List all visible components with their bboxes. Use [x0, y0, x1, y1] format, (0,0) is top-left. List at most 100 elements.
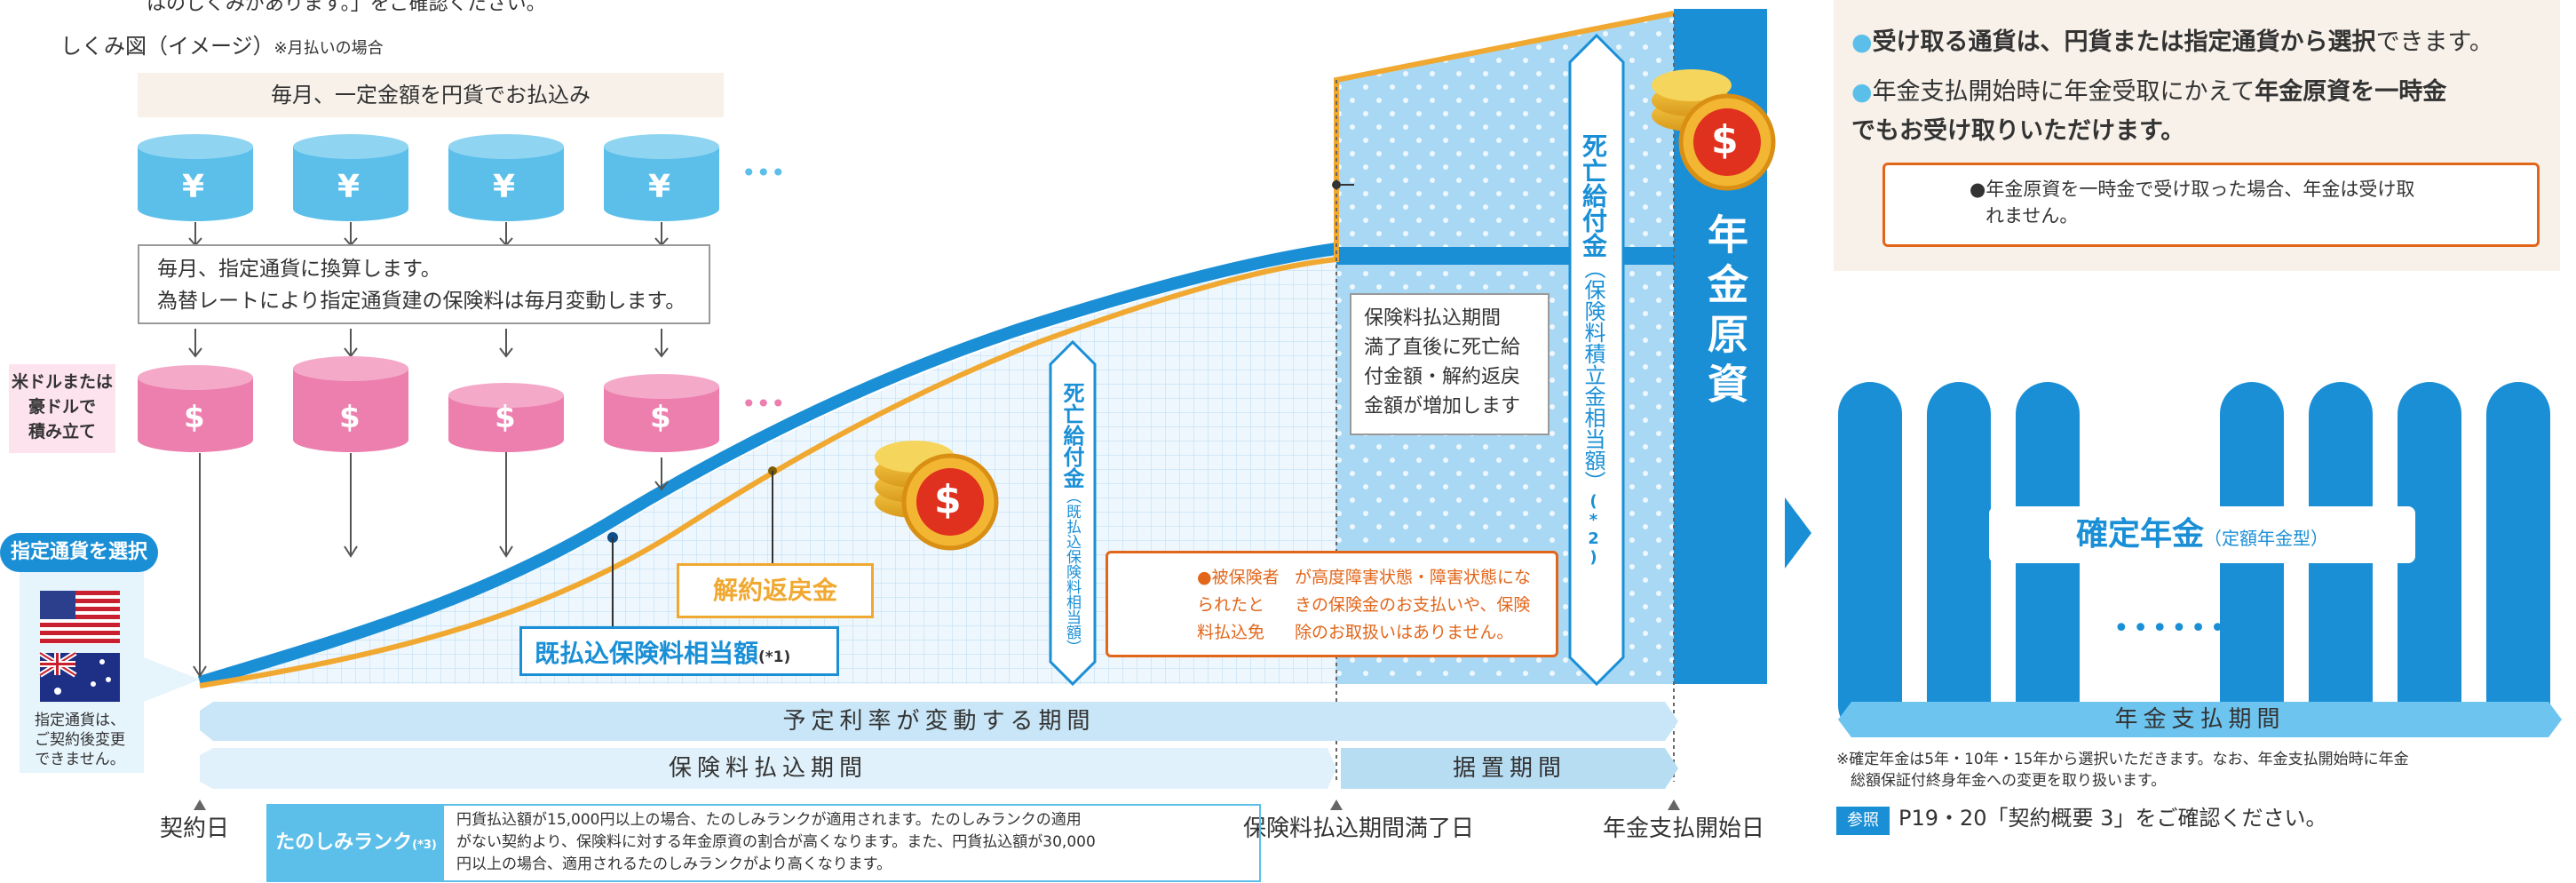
warning-line-1: ●年金原資を一時金で受け取った場合、年金は受け取: [1970, 179, 2415, 200]
accumulate-line-2: 豪ドルで: [28, 397, 96, 417]
tanoshimi-line-1: 円貨払込額が15,000円以上の場合、たのしみランクが適用されます。たのしみラン…: [456, 811, 1082, 829]
deferred-period-arrow: [1341, 748, 1678, 789]
select-note-1: 指定通貨は、: [35, 712, 125, 729]
surrender-label: 解約返戻金: [677, 563, 874, 618]
warning-text: ●年金原資を一時金で受け取った場合、年金は受け取 れません。: [1970, 176, 2520, 229]
dollar-dots: •••: [741, 389, 786, 418]
us-flag: [40, 591, 120, 644]
right-note: ※確定年金は5年・10年・15年から選択いただきます。なお、年金支払開始時に年金…: [1836, 749, 2573, 792]
accumulate-label: 米ドルまたは 豪ドルで 積み立て: [9, 364, 115, 453]
diagram-title: しくみ図（イメージ）※月払いの場合: [60, 28, 384, 60]
paid-premium-note: (*1): [758, 648, 791, 666]
contract-day-label: 契約日: [160, 815, 230, 842]
death-benefit-2-sub: （保険料積立金相当額）: [1581, 258, 1605, 492]
reference-badge: 参照: [1836, 807, 1890, 835]
accumulate-line-3: 積み立て: [28, 422, 96, 442]
diagram-title-note: ※月払いの場合: [273, 39, 384, 58]
tanoshimi-label-text: たのしみランク: [275, 831, 413, 854]
payment-period-label: 保険料払込期間: [668, 755, 868, 782]
surrender-curve: [199, 11, 1675, 688]
right-note-1: ※確定年金は5年・10年・15年から選択いただきます。なお、年金支払開始時に年金: [1836, 751, 2409, 768]
paid-premium-curve: [197, 243, 1337, 688]
right-bullet-2-bold: 年金原資を一時金: [2255, 78, 2447, 106]
yen-symbol-3: ¥: [493, 169, 516, 205]
increase-note: 保険料払込期間 満了直後に死亡給 付金額・解約返戻 金額が増加します: [1350, 293, 1550, 435]
increase-line-1: 保険料払込期間: [1364, 307, 1502, 330]
right-info-box: ●受け取る通貨は、円貨または指定通貨から選択できます。 ●年金支払開始時に年金受…: [1834, 0, 2560, 271]
increase-line-2: 満了直後に死亡給: [1364, 337, 1521, 359]
yen-cylinders: [138, 134, 719, 221]
payment-end-label: 保険料払込期間満了日: [1243, 815, 1475, 842]
conversion-box: 毎月、指定通貨に換算します。 為替レートにより指定通貨建の保険料は毎月変動します…: [138, 244, 710, 324]
waiver-2b: きの保険金のお支払いや、保険: [1295, 595, 1531, 615]
dollar-symbol-2: $: [339, 400, 361, 435]
top-cut-text: はのしくみがあります。」をご確認ください。: [147, 0, 546, 15]
death-benefit-1-text: 死亡給付金: [1059, 382, 1084, 489]
conversion-line-1: 毎月、指定通貨に換算します。: [157, 258, 441, 281]
waiver-3a: 料払込免: [1197, 623, 1265, 642]
death-benefit-2-text: 死亡給付金: [1579, 133, 1608, 258]
yen-symbol-1: ¥: [182, 169, 205, 205]
coin-stack-1: [875, 441, 999, 551]
select-currency-pill: 指定通貨を選択: [0, 533, 158, 572]
select-note-2: ご契約後変更: [35, 731, 125, 749]
tanoshimi-box: たのしみランク(*3) 円貨払込額が15,000円以上の場合、たのしみランクが適…: [266, 804, 1261, 882]
dollar-cylinders: [138, 356, 719, 452]
paid-premium-text: 既払込保険料相当額: [535, 639, 759, 668]
pension-period-label: 年金支払期間: [2114, 706, 2286, 733]
increase-line-3: 付金額・解約返戻: [1364, 366, 1521, 388]
waiver-box: ●被保険者が高度障害状態・障害状態にな られたと きの保険金のお支払いや、保険 料…: [1106, 551, 1558, 657]
right-bullet-1: ●受け取る通貨は、円貨または指定通貨から選択できます。: [1851, 28, 2493, 56]
increase-line-4: 金額が増加します: [1364, 395, 1521, 418]
death-benefit-2-shape: [1568, 33, 1625, 687]
death-benefit-2-note: (*2): [1584, 492, 1603, 567]
conversion-line-2: 為替レートにより指定通貨建の保険料は毎月変動します。: [157, 290, 686, 313]
accumulate-line-1: 米ドルまたは: [11, 372, 113, 392]
dollar-symbol-3: $: [495, 400, 516, 435]
tanoshimi-label: たのしみランク(*3): [268, 806, 444, 880]
death-benefit-1-sub: （既払込保険料相当額）: [1063, 489, 1081, 655]
fixed-pension-text: 確定年金: [2075, 516, 2204, 553]
pension-period-arrow: [1838, 702, 2562, 737]
select-currency-note: 指定通貨は、 ご契約後変更 できません。: [27, 711, 133, 769]
coin-stack-2: [1652, 69, 1776, 191]
tanoshimi-note: (*3): [412, 839, 437, 852]
waiver-2a: られたと: [1197, 595, 1265, 615]
death-benefit-1-label: 死亡給付金（既払込保険料相当額）: [1059, 382, 1084, 675]
tanoshimi-line-2: がない契約より、保険料に対する年金原資の割合が高くなります。また、円貨払込額が3…: [456, 833, 1096, 851]
yen-dots: •••: [741, 158, 786, 187]
pension-start-label: 年金支払開始日: [1603, 815, 1765, 842]
right-bullet-2-a: 年金支払開始時に年金受取にかえて: [1872, 78, 2255, 106]
reference-row: 参照 P19・20「契約概要 3」をご確認ください。: [1836, 804, 2326, 835]
coin-dollar-2: $: [1711, 117, 1739, 163]
warning-line-2: れません。: [1986, 205, 2079, 227]
pension-fund-label: 年金原資: [1701, 213, 1749, 412]
right-note-2: 総額保証付終身年金への変更を取り扱います。: [1851, 772, 2167, 790]
right-bullet-1-rest: できます。: [2375, 28, 2493, 56]
fixed-pension-box: 確定年金（定額年金型）: [1989, 506, 2415, 563]
select-note-3: できません。: [35, 751, 125, 768]
waiver-text: ●被保険者が高度障害状態・障害状態にな られたと きの保険金のお支払いや、保険 料…: [1197, 564, 1531, 647]
paid-premium-label: 既払込保険料相当額(*1): [519, 626, 839, 676]
death-benefit-1-shape: [1049, 339, 1097, 687]
right-bullet-2-c: でもお受け取りいただけます。: [1851, 117, 2185, 145]
yen-symbol-2: ¥: [337, 169, 361, 205]
yen-symbol-4: ¥: [648, 169, 671, 205]
tanoshimi-line-3: 円以上の場合、適用されるたのしみランクがより高くなります。: [456, 855, 892, 873]
right-arrow: [1785, 497, 1811, 569]
fixed-pension-sub: （定額年金型）: [2204, 528, 2328, 549]
au-flag: [38, 650, 120, 702]
waiver-1b: が高度障害状態・障害状態にな: [1295, 568, 1532, 587]
waiver-1a: ●被保険者: [1197, 568, 1280, 587]
right-bullet-2: ●年金支払開始時に年金受取にかえて年金原資を一時金 でもお受け取りいただけます。: [1851, 78, 2447, 145]
tanoshimi-text: 円貨払込額が15,000円以上の場合、たのしみランクが適用されます。たのしみラン…: [456, 809, 1256, 876]
deferred-period-label: 据置期間: [1452, 755, 1566, 782]
monthly-yen-banner: 毎月、一定金額を円貨でお払込み: [138, 73, 724, 117]
coin-dollar-1: $: [934, 477, 962, 522]
rate-period-arrow: [200, 702, 1678, 741]
payment-period-arrow: [200, 748, 1336, 789]
reference-text: P19・20「契約概要 3」をご確認ください。: [1898, 806, 2327, 831]
warning-box: ●年金原資を一時金で受け取った場合、年金は受け取 れません。: [1882, 163, 2540, 247]
dollar-symbol-4: $: [650, 400, 671, 435]
pension-dots: ••••••: [2113, 613, 2230, 644]
